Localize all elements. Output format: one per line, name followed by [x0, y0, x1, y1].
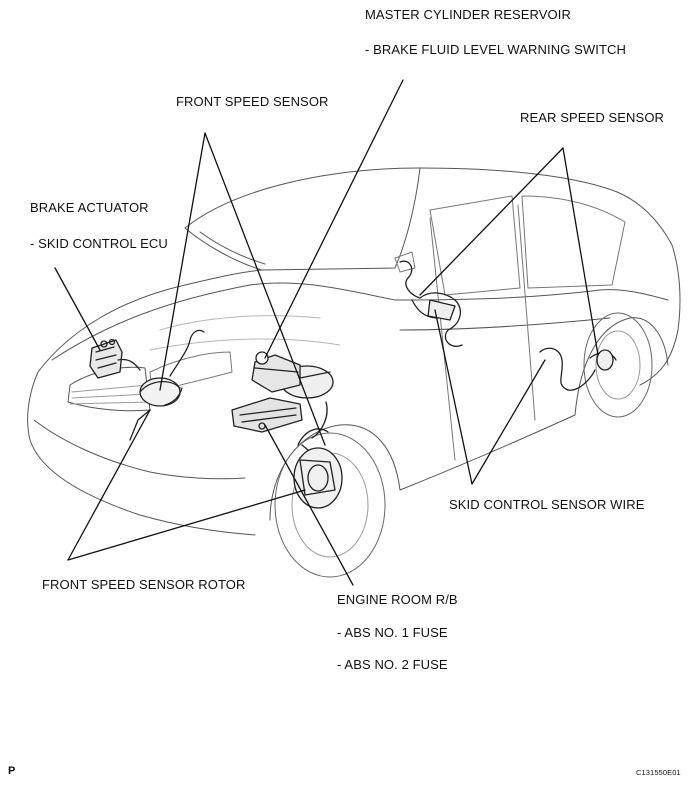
front-right-sensor-assembly	[293, 401, 343, 509]
leader-rotor-right	[67, 489, 306, 561]
front-left-sensor-assembly	[129, 329, 205, 441]
car-door-line	[429, 217, 456, 461]
brake-components	[89, 260, 617, 509]
label-front-speed-sensor-rotor: FRONT SPEED SENSOR ROTOR	[42, 577, 246, 592]
car-front-wheel	[274, 432, 386, 578]
leader-front-speed-sensor-left	[159, 132, 206, 391]
leader-engine-room-rb	[264, 424, 354, 586]
leader-lines	[54, 79, 599, 586]
leader-brake-actuator	[54, 267, 101, 351]
car-rear-wheel-arch	[574, 317, 669, 416]
label-skid-control-sensor-wire: SKID CONTROL SENSOR WIRE	[449, 497, 645, 512]
page-marker: P	[8, 765, 16, 777]
car-rear	[639, 244, 681, 386]
label-abs-no1-fuse: - ABS NO. 1 FUSE	[337, 625, 448, 640]
skid-control-wire-cluster	[399, 260, 463, 347]
label-master-cylinder-reservoir: MASTER CYLINDER RESERVOIR	[365, 7, 571, 22]
brake-actuator-body	[89, 338, 141, 379]
car-windshield	[184, 167, 421, 271]
label-brake-actuator: BRAKE ACTUATOR	[30, 200, 149, 215]
leader-rotor-left	[67, 409, 151, 561]
car-sill	[399, 414, 576, 491]
car-roofline	[184, 167, 673, 246]
leader-skid-wire-left	[434, 309, 473, 485]
car-illustration	[27, 167, 681, 578]
car-hood	[37, 269, 263, 373]
car-side-window	[429, 195, 521, 296]
leader-rear-speed-sensor-left	[419, 147, 564, 296]
car-rear-wheel	[583, 312, 653, 418]
leader-front-speed-sensor-right	[204, 132, 326, 446]
car-front-bumper	[27, 371, 256, 536]
figure-code: C131550E01	[636, 768, 681, 777]
rear-sensor-wire	[539, 347, 617, 391]
label-brake-fluid-level-switch: - BRAKE FLUID LEVEL WARNING SWITCH	[365, 42, 627, 57]
car-mirror	[394, 251, 416, 273]
leader-master-cylinder	[264, 79, 404, 359]
label-skid-control-ecu: - SKID CONTROL ECU	[30, 236, 168, 251]
label-front-speed-sensor: FRONT SPEED SENSOR	[176, 94, 329, 109]
label-abs-no2-fuse: - ABS NO. 2 FUSE	[337, 657, 448, 672]
label-engine-room-rb: ENGINE ROOM R/B	[337, 592, 458, 607]
leader-skid-wire-right	[471, 359, 546, 485]
car-front-wheel-arch	[269, 424, 401, 521]
engine-room-rb-body	[231, 397, 303, 433]
leader-rear-speed-sensor-right	[562, 147, 599, 356]
label-rear-speed-sensor: REAR SPEED SENSOR	[520, 110, 665, 125]
